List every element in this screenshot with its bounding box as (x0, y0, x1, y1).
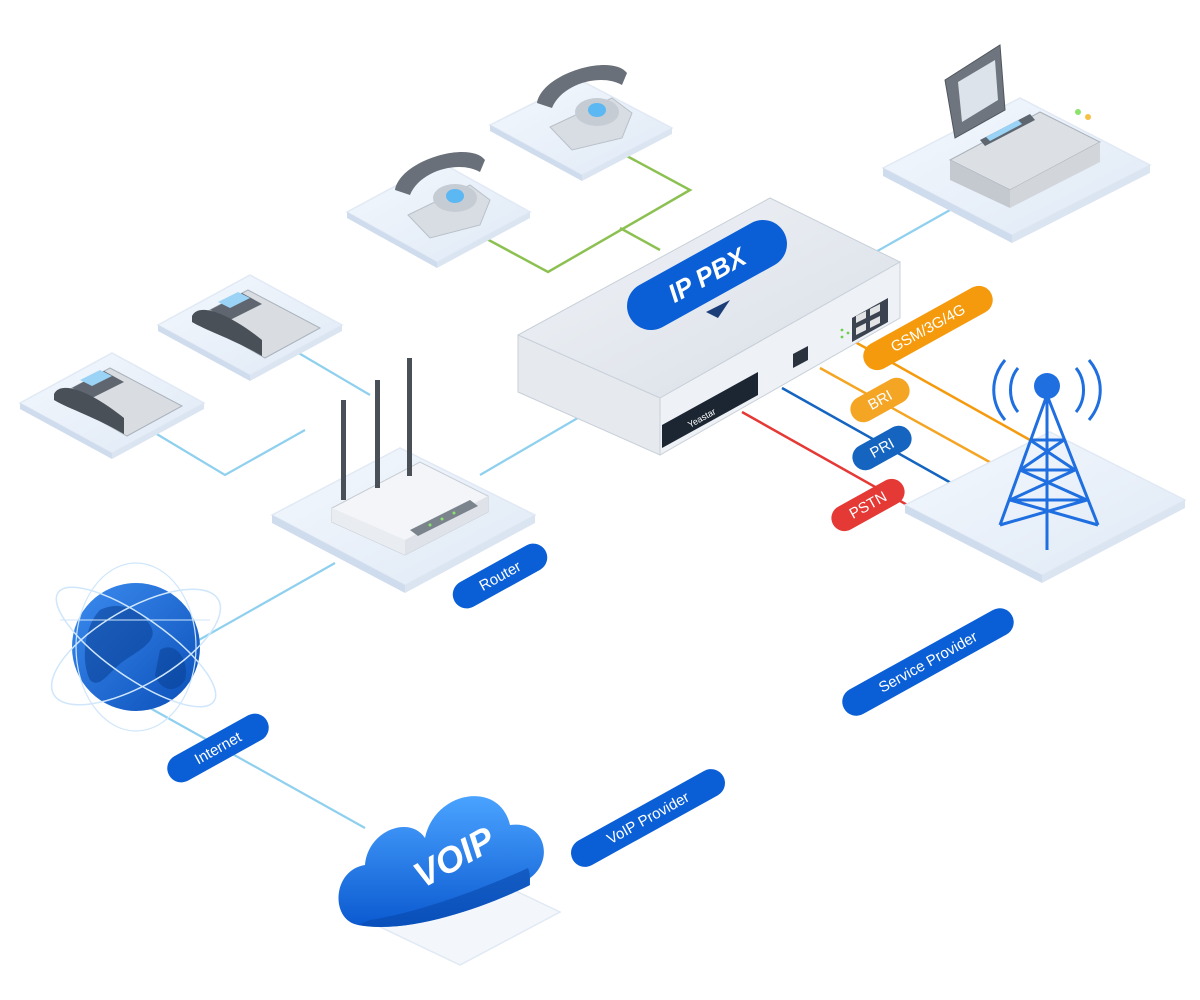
service-provider-label: Service Provider (842, 608, 1014, 716)
analog-line-1 (484, 153, 693, 274)
voip-provider-label: VoIP Provider (571, 769, 725, 867)
router-antenna (341, 400, 346, 500)
router-internet-line (189, 562, 336, 646)
analog-phone-1 (345, 151, 532, 268)
trunk-bri-label: BRI (850, 377, 910, 423)
ip-pbx-device: Yeastar IP PBX (516, 197, 902, 456)
ethernet-port-icon (793, 346, 808, 368)
cell-tower-icon (992, 359, 1102, 550)
fax-machine (881, 44, 1152, 243)
pri-line (781, 386, 961, 490)
service-provider (903, 359, 1187, 583)
ip-phone-line-1 (149, 429, 306, 477)
ip-phone-1 (156, 274, 344, 381)
analog-phone-2 (488, 64, 674, 181)
internet-globe (50, 562, 222, 732)
analog-line-2 (619, 226, 661, 252)
router (270, 358, 537, 593)
internet-label: Internet (167, 713, 269, 783)
voip-provider-label-text: VoIP Provider (604, 789, 692, 848)
router-antenna (375, 380, 380, 488)
connection-lines (149, 153, 1031, 829)
fax-pbx-line (864, 209, 951, 259)
internet-voip-line (149, 707, 366, 829)
voip-provider: VOIP (338, 796, 562, 966)
ip-phone-2 (18, 352, 206, 459)
trunk-pri-label: PRI (852, 425, 912, 471)
service-provider-label-text: Service Provider (876, 628, 980, 696)
bri-line (819, 366, 996, 467)
router-antenna (407, 358, 412, 476)
pbx-front-panel (662, 372, 758, 448)
tower-beacon (1034, 373, 1060, 399)
